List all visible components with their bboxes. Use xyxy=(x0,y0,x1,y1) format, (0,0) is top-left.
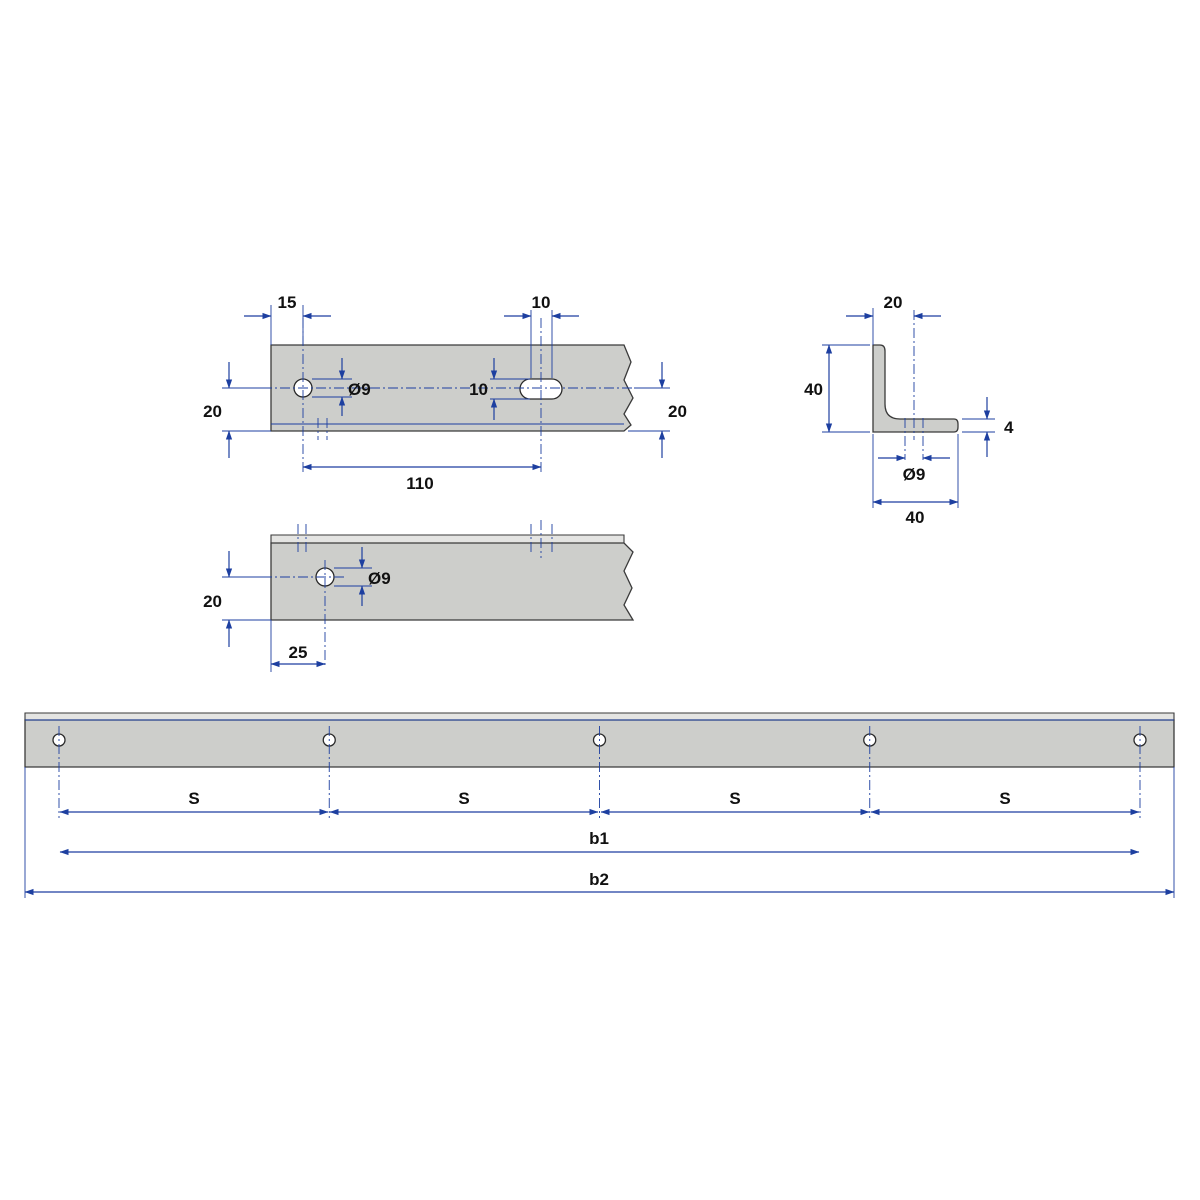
angle-bar-flange-edge xyxy=(270,534,625,544)
dim-label-top-offset: 20 xyxy=(884,293,903,312)
dim-label-b2: b2 xyxy=(589,870,609,889)
angle-bar-top-view: 15 10 Ø9 10 20 20 110 xyxy=(203,293,687,493)
dim-label-spacing: S xyxy=(729,789,740,808)
angle-bar-flange-view: Ø9 20 25 xyxy=(203,520,635,672)
dim-label-hole-spacing: 110 xyxy=(406,474,433,493)
dim-label-b1: b1 xyxy=(589,829,609,848)
angle-profile-section: 20 40 4 Ø9 40 xyxy=(804,293,1014,527)
dim-label-width: 40 xyxy=(906,508,925,527)
dim-label-spacing: S xyxy=(188,789,199,808)
dim-label-hole-offset: 25 xyxy=(289,643,308,662)
dim-label-height: 40 xyxy=(804,380,823,399)
dim-label-slot-height: 10 xyxy=(469,380,488,399)
long-angle-bar: S S S S b1 b2 xyxy=(24,712,1175,898)
long-bar-flange-edge xyxy=(24,712,1175,721)
dim-label-height-right: 20 xyxy=(668,402,687,421)
dim-label-height: 20 xyxy=(203,592,222,611)
dim-label-spacing: S xyxy=(999,789,1010,808)
dim-label-height-left: 20 xyxy=(203,402,222,421)
angle-profile-shape xyxy=(872,344,959,433)
dim-label-hole-diameter: Ø9 xyxy=(348,380,371,399)
dim-label-slot-width: 10 xyxy=(532,293,551,312)
dim-label-spacing: S xyxy=(458,789,469,808)
dim-label-thickness: 4 xyxy=(1004,418,1014,437)
dim-label-hole-diameter: Ø9 xyxy=(368,569,391,588)
dim-label-hole-offset: 15 xyxy=(278,293,297,312)
long-bar-holes xyxy=(52,726,1147,818)
dim-label-hole-diameter: Ø9 xyxy=(903,465,926,484)
